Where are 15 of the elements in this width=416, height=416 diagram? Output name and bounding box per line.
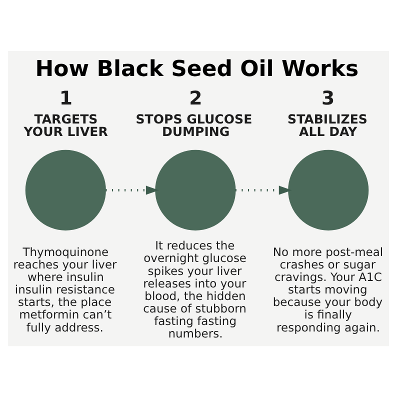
node-circle bbox=[25, 150, 106, 230]
node-label: STABILIZES ALL DAY bbox=[288, 111, 368, 139]
node-label: 1 bbox=[59, 88, 72, 110]
arrow bbox=[235, 186, 292, 195]
node-label: It reduces the overnight glucose spikes your liver releases into your blood, the hidden cause of stubborn fasting fasting numbers. bbox=[143, 238, 247, 341]
node-label: Thymoquinone reaches your liver where insulin insulin resistance starts, the place metformin can’t fully address. bbox=[13, 244, 117, 334]
diagram-title: How Black Seed Oil Works bbox=[35, 56, 359, 82]
node-circle bbox=[155, 150, 236, 230]
node-label: 3 bbox=[322, 88, 335, 110]
node-label: No more post-meal crashes or sugar cravings. Your A1C starts moving because your body is finally responding again. bbox=[272, 244, 384, 334]
node-label: TARGETS YOUR LIVER bbox=[24, 111, 108, 139]
arrow bbox=[106, 186, 159, 195]
node-circle bbox=[288, 150, 369, 230]
node-label: 2 bbox=[189, 88, 202, 110]
node-label: STOPS GLUCOSE DUMPING bbox=[136, 111, 252, 139]
